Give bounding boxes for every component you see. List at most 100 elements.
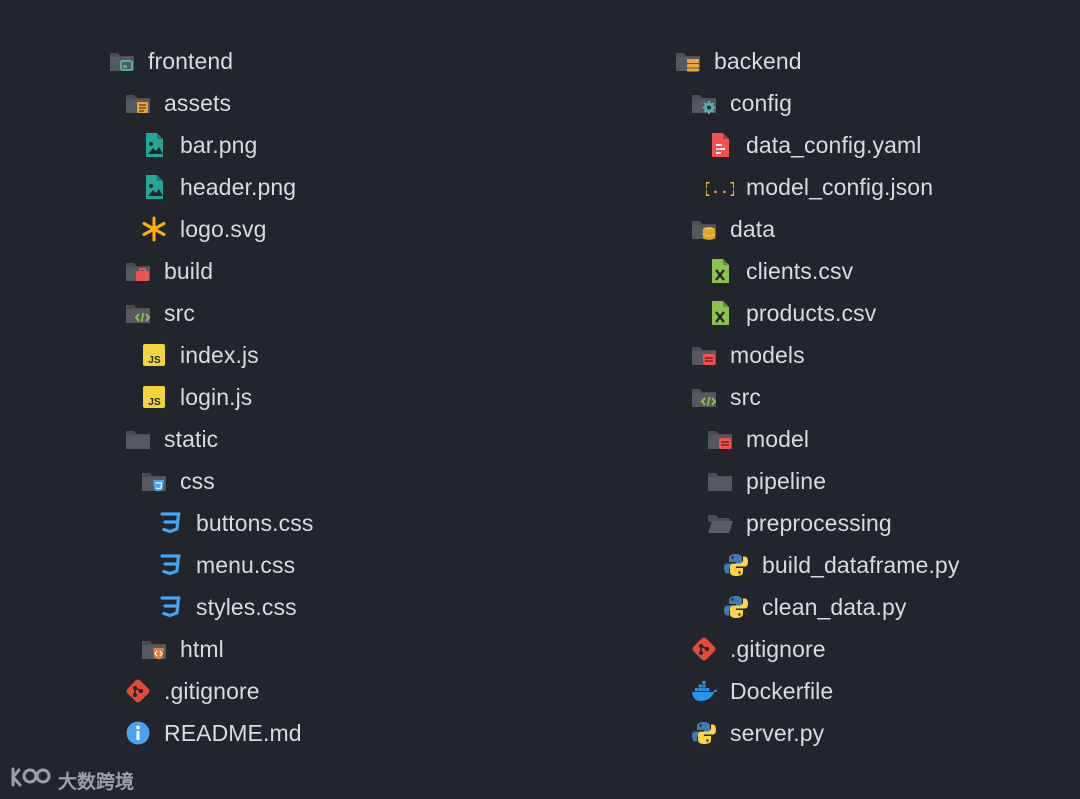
folder-server-icon	[674, 47, 702, 75]
tree-item-label: src	[164, 299, 195, 326]
css-file-icon	[156, 509, 184, 537]
tree-item-label: buttons.css	[196, 509, 314, 536]
svg-text:{..}: {..}	[706, 181, 734, 198]
tree-item-label: clean_data.py	[762, 593, 907, 620]
svg-file-icon	[140, 215, 168, 243]
css-file-icon	[156, 593, 184, 621]
watermark-logo-icon	[10, 764, 52, 796]
tree-file-server-py[interactable]: server.py	[674, 712, 1074, 754]
tree-item-label: clients.csv	[746, 257, 854, 284]
tree-item-label: bar.png	[180, 131, 258, 158]
folder-build-icon	[124, 257, 152, 285]
tree-item-label: config	[730, 89, 792, 116]
tree-file-menu-css[interactable]: menu.css	[108, 544, 568, 586]
python-file-icon	[690, 719, 718, 747]
js-file-icon: JS	[140, 383, 168, 411]
tree-item-label: css	[180, 467, 215, 494]
tree-folder-data[interactable]: data	[674, 208, 1074, 250]
tree-item-label: html	[180, 635, 224, 662]
backend-tree: backend config data_config.yaml {..} model_c…	[674, 40, 1074, 754]
tree-file-data-config-yaml[interactable]: data_config.yaml	[674, 124, 1074, 166]
tree-item-label: build	[164, 257, 214, 284]
tree-item-label: assets	[164, 89, 232, 116]
tree-file-build-dataframe-py[interactable]: build_dataframe.py	[674, 544, 1074, 586]
watermark: 大数跨境	[10, 764, 134, 796]
tree-item-label: styles.css	[196, 593, 297, 620]
tree-file-index-js[interactable]: JS index.js	[108, 334, 568, 376]
csv-file-icon	[706, 299, 734, 327]
folder-src-icon	[124, 299, 152, 327]
tree-item-label: .gitignore	[164, 677, 260, 704]
docker-icon	[690, 677, 718, 705]
tree-item-label: data_config.yaml	[746, 131, 922, 158]
tree-folder-assets[interactable]: assets	[108, 82, 568, 124]
tree-file-bar-png[interactable]: bar.png	[108, 124, 568, 166]
tree-item-label: static	[164, 425, 219, 452]
tree-file-clean-data-py[interactable]: clean_data.py	[674, 586, 1074, 628]
tree-item-label: build_dataframe.py	[762, 551, 960, 578]
tree-item-label: preprocessing	[746, 509, 892, 536]
tree-item-label: server.py	[730, 719, 825, 746]
tree-file-logo-svg[interactable]: logo.svg	[108, 208, 568, 250]
tree-item-label: model_config.json	[746, 173, 934, 200]
tree-file-gitignore[interactable]: .gitignore	[674, 628, 1074, 670]
yaml-file-icon	[706, 131, 734, 159]
tree-folder-models[interactable]: models	[674, 334, 1074, 376]
folder-models-icon	[706, 425, 734, 453]
tree-file-readme-md[interactable]: README.md	[108, 712, 568, 754]
tree-file-clients-csv[interactable]: clients.csv	[674, 250, 1074, 292]
tree-item-label: backend	[714, 47, 802, 74]
tree-item-label: src	[730, 383, 761, 410]
tree-folder-build[interactable]: build	[108, 250, 568, 292]
tree-item-label: index.js	[180, 341, 259, 368]
tree-folder-model[interactable]: model	[674, 418, 1074, 460]
js-file-icon: JS	[140, 341, 168, 369]
svg-text:JS: JS	[148, 355, 161, 366]
tree-item-label: menu.css	[196, 551, 296, 578]
tree-item-label: products.csv	[746, 299, 877, 326]
tree-file-dockerfile[interactable]: Dockerfile	[674, 670, 1074, 712]
folder-open-icon	[706, 509, 734, 537]
tree-folder-preprocessing[interactable]: preprocessing	[674, 502, 1074, 544]
tree-item-label: header.png	[180, 173, 297, 200]
python-file-icon	[722, 593, 750, 621]
tree-folder-css[interactable]: css	[108, 460, 568, 502]
tree-file-styles-css[interactable]: styles.css	[108, 586, 568, 628]
folder-src-icon	[690, 383, 718, 411]
tree-folder-static[interactable]: static	[108, 418, 568, 460]
tree-file-products-csv[interactable]: products.csv	[674, 292, 1074, 334]
tree-item-label: model	[746, 425, 810, 452]
tree-folder-html[interactable]: html	[108, 628, 568, 670]
tree-folder-src[interactable]: src	[674, 376, 1074, 418]
folder-assets-icon	[124, 89, 152, 117]
tree-item-label: pipeline	[746, 467, 827, 494]
tree-folder-backend[interactable]: backend	[674, 40, 1074, 82]
tree-item-label: frontend	[148, 47, 234, 74]
tree-item-label: README.md	[164, 719, 302, 746]
tree-folder-src[interactable]: src	[108, 292, 568, 334]
tree-file-gitignore[interactable]: .gitignore	[108, 670, 568, 712]
tree-item-label: data	[730, 215, 776, 242]
tree-file-header-png[interactable]: header.png	[108, 166, 568, 208]
watermark-text: 大数跨境	[58, 771, 135, 793]
tree-file-model-config-json[interactable]: {..} model_config.json	[674, 166, 1074, 208]
folder-models-icon	[690, 341, 718, 369]
git-icon	[124, 677, 152, 705]
folder-css-icon	[140, 467, 168, 495]
tree-item-label: .gitignore	[730, 635, 826, 662]
css-file-icon	[156, 551, 184, 579]
tree-item-label: models	[730, 341, 805, 368]
tree-item-label: logo.svg	[180, 215, 267, 242]
folder-icon	[706, 467, 734, 495]
tree-file-buttons-css[interactable]: buttons.css	[108, 502, 568, 544]
info-icon	[124, 719, 152, 747]
json-file-icon: {..}	[706, 173, 734, 201]
python-file-icon	[722, 551, 750, 579]
git-icon	[690, 635, 718, 663]
tree-folder-config[interactable]: config	[674, 82, 1074, 124]
tree-folder-frontend[interactable]: frontend	[108, 40, 568, 82]
image-file-icon	[140, 173, 168, 201]
folder-component-icon	[108, 47, 136, 75]
tree-folder-pipeline[interactable]: pipeline	[674, 460, 1074, 502]
